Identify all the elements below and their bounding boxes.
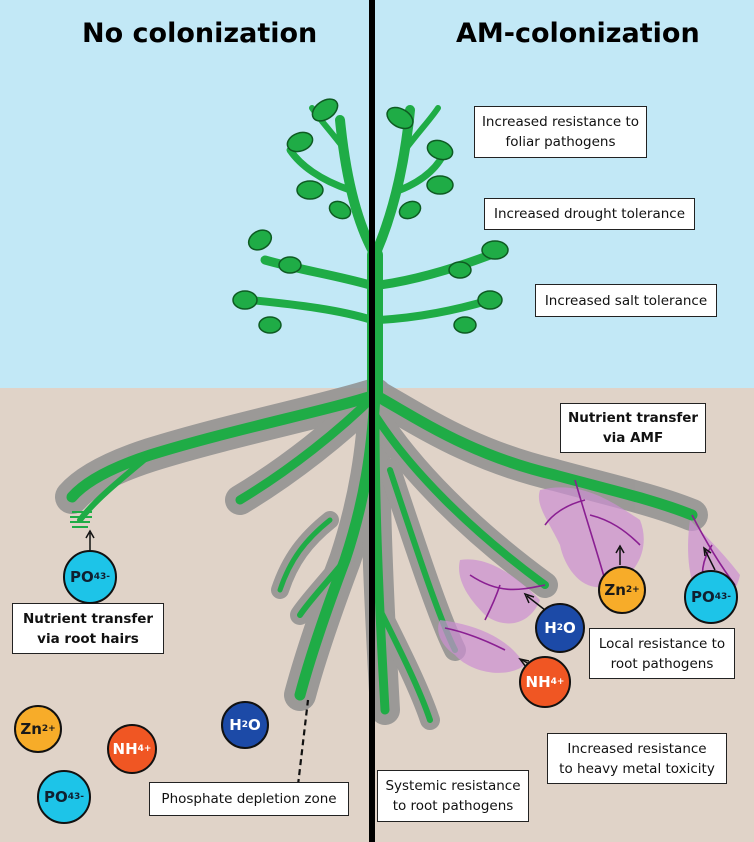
box-phosphate-depletion-zone: Phosphate depletion zone [149,782,349,816]
box-heavy-line2: to heavy metal toxicity [559,760,715,777]
box-foliar-pathogens: Increased resistance to foliar pathogens [474,106,647,158]
heading-am-colonization: AM-colonization [456,18,700,49]
heading-no-colonization: No colonization [82,18,318,49]
box-nutrient-transfer-amf: Nutrient transfer via AMF [560,403,706,453]
root-hairs [70,511,92,528]
leaves [232,98,509,334]
box-foliar-line1: Increased resistance to [481,114,640,130]
ion-h2o-sub: 2 [556,623,564,633]
ion-po4-sup: 3- [721,592,731,602]
box-heavy-line1: Increased resistance [567,740,707,757]
box-systemic-line2: to root pathogens [392,798,514,814]
box-salt: Increased salt tolerance [535,284,717,317]
box-amf-line2: via AMF [602,430,664,446]
box-local-resistance: Local resistance to root pathogens [589,628,735,679]
ion-h2o-pre: H [544,619,557,637]
box-salt-text: Increased salt tolerance [544,292,708,309]
ion-nh4-base: NH [525,673,551,691]
ion-zn-sup: 2+ [625,585,640,595]
box-root-hairs-line1: Nutrient transfer [22,610,154,627]
depletion-pointer [296,699,310,786]
ion-po4-sup: 3- [74,792,84,802]
box-amf-line1: Nutrient transfer [567,410,699,426]
ion-zn-sup: 2+ [41,724,56,734]
box-root-hairs-line2: via root hairs [37,630,139,647]
amf-hyphae [438,479,740,673]
box-heavy-metal: Increased resistance to heavy metal toxi… [547,733,727,784]
box-nutrient-transfer-root-hairs: Nutrient transfer via root hairs [12,603,164,654]
ion-zn-base: Zn [20,720,42,738]
ion-nh4-sub: 4 [137,744,144,754]
ion-nh4-sup: + [556,677,565,687]
ion-po4-sub: 4 [714,592,721,602]
box-depletion-text: Phosphate depletion zone [161,791,337,807]
ion-po4-sub: 4 [93,572,100,582]
ion-h2o-pre: H [229,716,242,734]
box-drought: Increased drought tolerance [484,198,695,230]
ion-po4-sup: 3- [100,572,110,582]
ion-po4-sub: 4 [67,792,74,802]
ion-po4-base: PO [43,788,68,806]
box-systemic-line1: Systemic resistance [385,778,521,794]
box-local-line2: root pathogens [610,655,714,672]
ion-h2o-sub: 2 [241,720,249,730]
ion-h2o-post: O [563,619,576,637]
box-drought-text: Increased drought tolerance [493,206,686,222]
ion-po4-base: PO [690,588,715,606]
ion-h2o-post: O [248,716,261,734]
box-local-line1: Local resistance to [598,635,726,652]
ion-nh4-sub: 4 [550,677,557,687]
box-systemic-resistance: Systemic resistance to root pathogens [377,770,529,822]
ion-nh4-sup: + [143,744,152,754]
ion-po4-base: PO [69,568,94,586]
ion-zn-base: Zn [604,581,626,599]
ion-nh4-base: NH [112,740,138,758]
box-foliar-line2: foliar pathogens [505,134,616,150]
